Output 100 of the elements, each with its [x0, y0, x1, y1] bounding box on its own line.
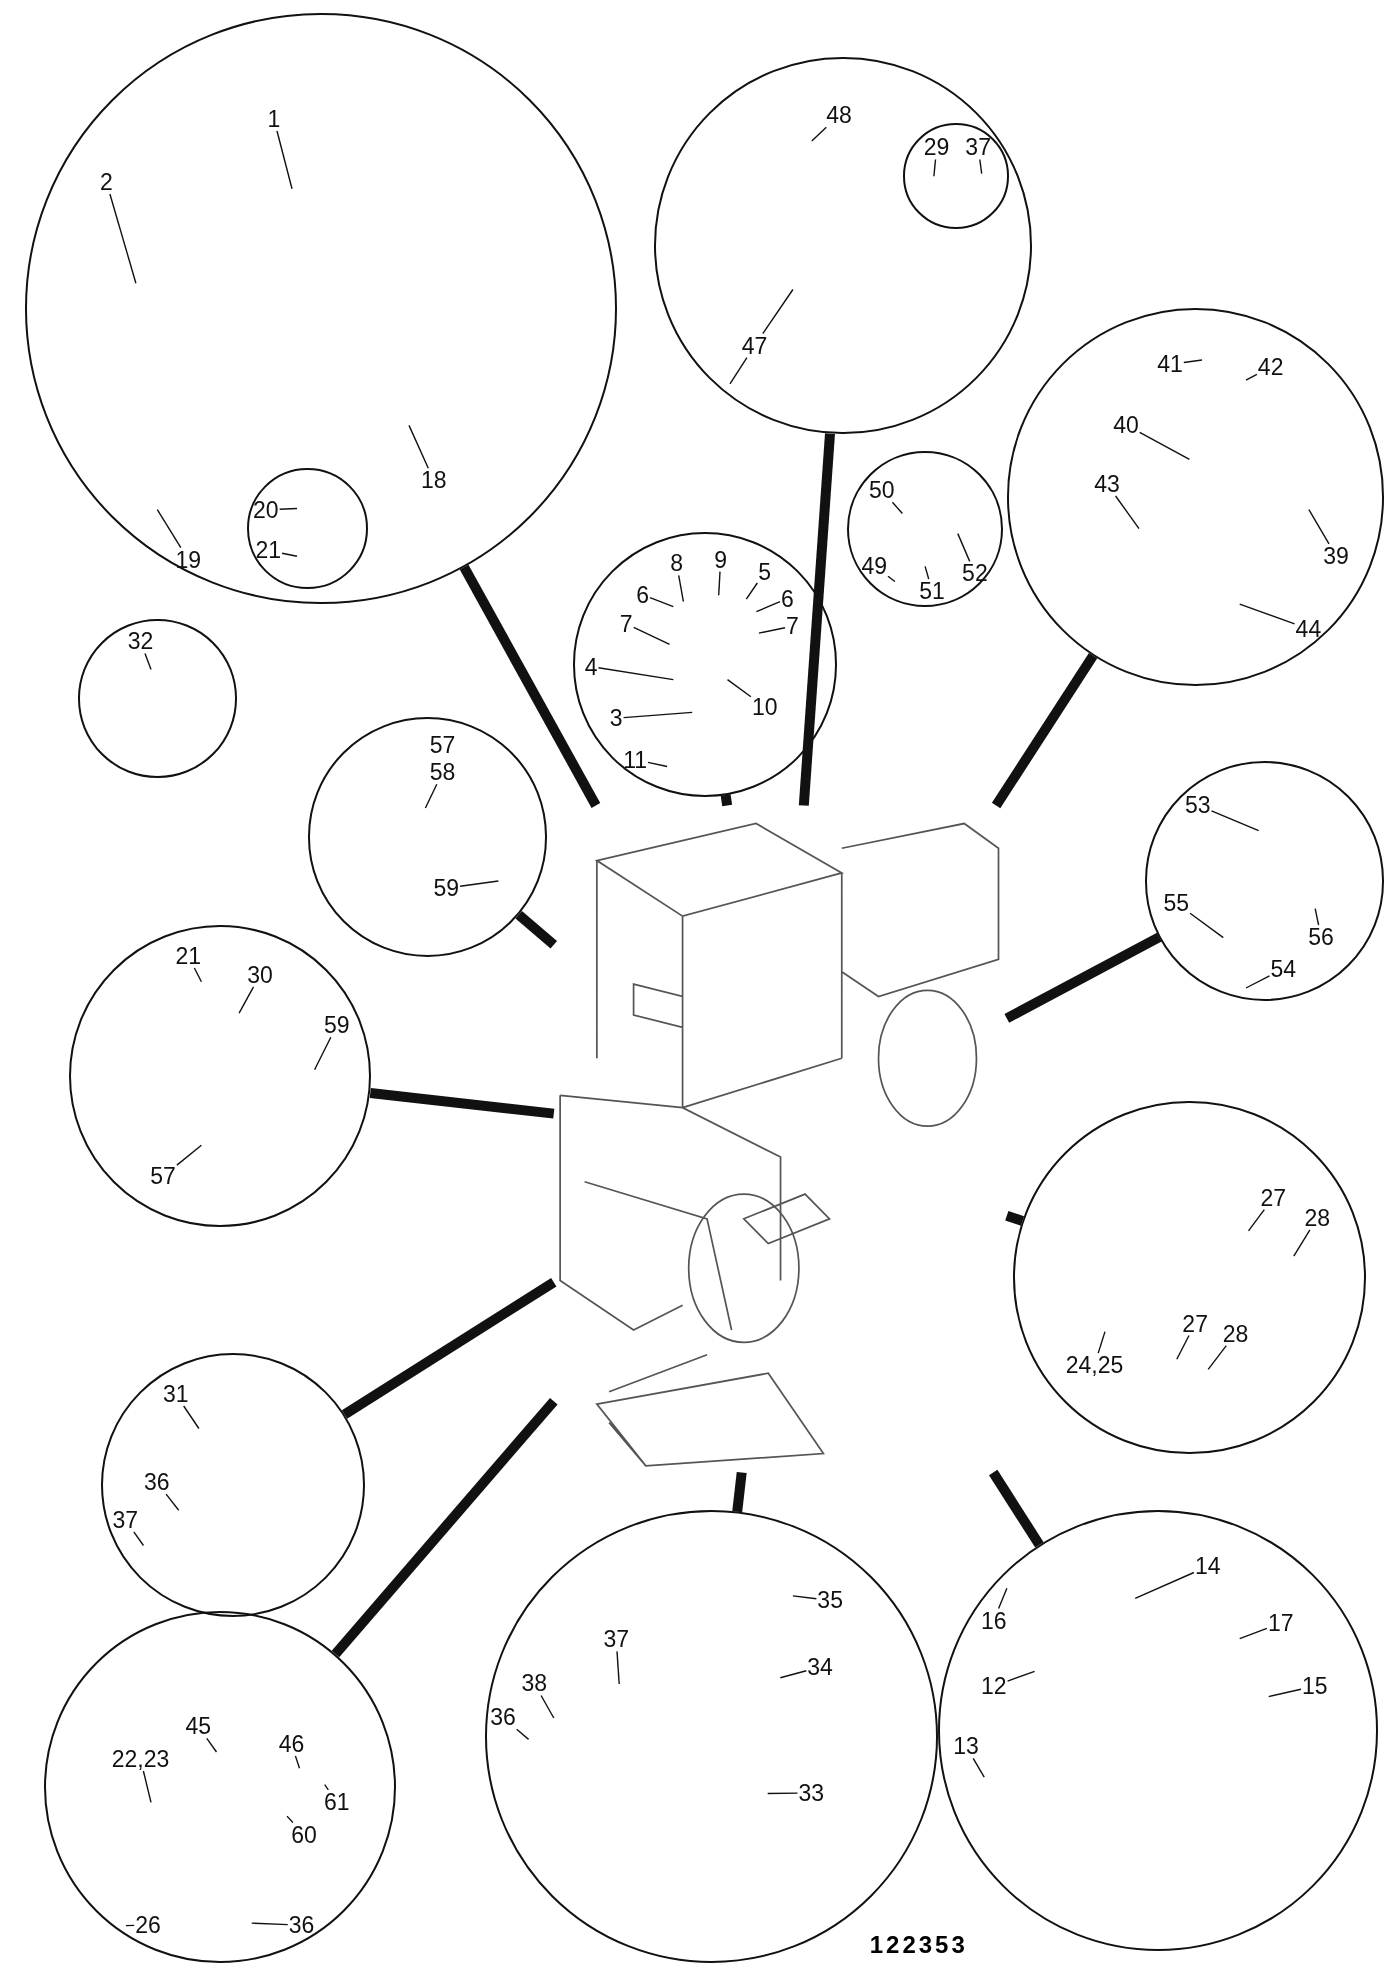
- leader-line: [678, 574, 685, 603]
- leader-line: [540, 1694, 555, 1719]
- detail-circle: [100, 1352, 365, 1618]
- detail-circle: [78, 619, 237, 778]
- leader-line: [622, 711, 693, 719]
- callout-number: 20: [252, 497, 280, 522]
- drawing-number: 122353: [869, 1930, 968, 1959]
- leader-line: [1189, 912, 1224, 939]
- leader-line: [924, 565, 930, 580]
- leader-line: [811, 126, 827, 142]
- connector-line: [331, 1397, 558, 1658]
- detail-circle: [572, 532, 837, 797]
- leader-line: [324, 1784, 329, 1791]
- leader-line: [633, 626, 671, 646]
- callout-number: 37: [111, 1507, 140, 1532]
- leader-line: [997, 1587, 1008, 1610]
- leader-line: [156, 509, 182, 549]
- connector-line: [515, 911, 558, 949]
- callout-number: 8: [669, 551, 684, 576]
- callout-number: 61: [323, 1789, 351, 1814]
- detail-circle: [654, 56, 1032, 435]
- leader-line: [1134, 1571, 1195, 1600]
- connector-line: [1005, 1210, 1025, 1226]
- leader-line: [718, 570, 721, 596]
- callout-number: 46: [277, 1731, 306, 1756]
- leader-line: [183, 1405, 200, 1430]
- callout-number: 7: [618, 611, 634, 636]
- callout-number: 4: [583, 654, 599, 679]
- callout-number: 40: [1112, 412, 1140, 437]
- leader-line: [649, 596, 674, 608]
- callout-number: 12: [979, 1674, 1008, 1698]
- leader-line: [891, 501, 904, 515]
- callout-number: 36: [143, 1470, 171, 1495]
- leader-line: [193, 967, 203, 983]
- leader-line: [109, 193, 137, 284]
- leader-line: [424, 783, 438, 809]
- detail-circle: [1013, 1101, 1366, 1454]
- callout-number: 31: [161, 1382, 190, 1406]
- leader-line: [142, 1770, 152, 1803]
- leader-line: [278, 507, 298, 510]
- connector-line: [369, 1088, 555, 1119]
- leader-line: [238, 986, 255, 1014]
- callout-number: 9: [713, 547, 729, 572]
- callout-number: 5: [757, 560, 773, 585]
- leader-line: [1239, 1627, 1268, 1640]
- connector-line: [459, 564, 601, 808]
- leader-line: [408, 424, 429, 469]
- leader-line: [972, 1757, 985, 1778]
- callout-number: 53: [1183, 793, 1212, 817]
- callout-number: 51: [918, 579, 946, 603]
- callout-number: 29: [922, 135, 951, 160]
- leader-line: [1239, 603, 1296, 625]
- leader-line: [286, 1815, 294, 1824]
- callout-number: 30: [246, 962, 274, 987]
- leader-line: [1210, 810, 1260, 832]
- callout-number: 16: [979, 1608, 1008, 1633]
- callout-number: 54: [1269, 956, 1298, 981]
- leader-line: [887, 575, 896, 583]
- callout-number: 57: [428, 732, 457, 757]
- callout-number: 21: [254, 538, 283, 563]
- leader-line: [133, 1531, 145, 1547]
- callout-number: 10: [750, 694, 779, 719]
- leader-line: [1097, 1330, 1106, 1354]
- callout-number: 59: [323, 1013, 351, 1038]
- callout-number: 34: [806, 1655, 834, 1680]
- leader-line: [647, 761, 668, 768]
- callout-number: 28: [1221, 1321, 1250, 1346]
- callout-number: 26: [134, 1913, 162, 1938]
- leader-line: [755, 601, 781, 613]
- leader-line: [1176, 1334, 1190, 1360]
- callout-number: 57: [149, 1164, 177, 1189]
- leader-line: [281, 552, 298, 557]
- leader-line: [1293, 1229, 1311, 1257]
- callout-number: 15: [1300, 1674, 1329, 1698]
- leader-line: [726, 678, 752, 698]
- callout-number: 19: [174, 547, 203, 572]
- leader-line: [459, 880, 500, 887]
- callout-number: 27: [1259, 1185, 1287, 1210]
- callout-number: 35: [816, 1588, 844, 1613]
- callout-number: 45: [184, 1714, 213, 1739]
- connector-line: [1004, 932, 1162, 1023]
- leader-line: [176, 1144, 203, 1166]
- leader-line: [165, 1493, 180, 1511]
- callout-number: 21: [174, 944, 203, 968]
- leader-line: [729, 356, 748, 385]
- callout-number: 3: [608, 706, 624, 731]
- callout-number: 2: [99, 170, 114, 194]
- callout-number: 6: [635, 582, 650, 607]
- callout-number: 59: [432, 876, 461, 901]
- leader-line: [516, 1728, 530, 1741]
- leader-line: [1139, 431, 1191, 461]
- leader-line: [125, 1924, 135, 1927]
- detail-circle: [1006, 308, 1385, 686]
- callout-number: 37: [964, 135, 992, 160]
- callout-number: 7: [785, 614, 800, 639]
- leader-line: [779, 1670, 807, 1679]
- callout-number: 60: [290, 1822, 318, 1847]
- callout-number: 50: [867, 478, 896, 503]
- detail-circle: [44, 1611, 397, 1964]
- leader-line: [792, 1595, 818, 1600]
